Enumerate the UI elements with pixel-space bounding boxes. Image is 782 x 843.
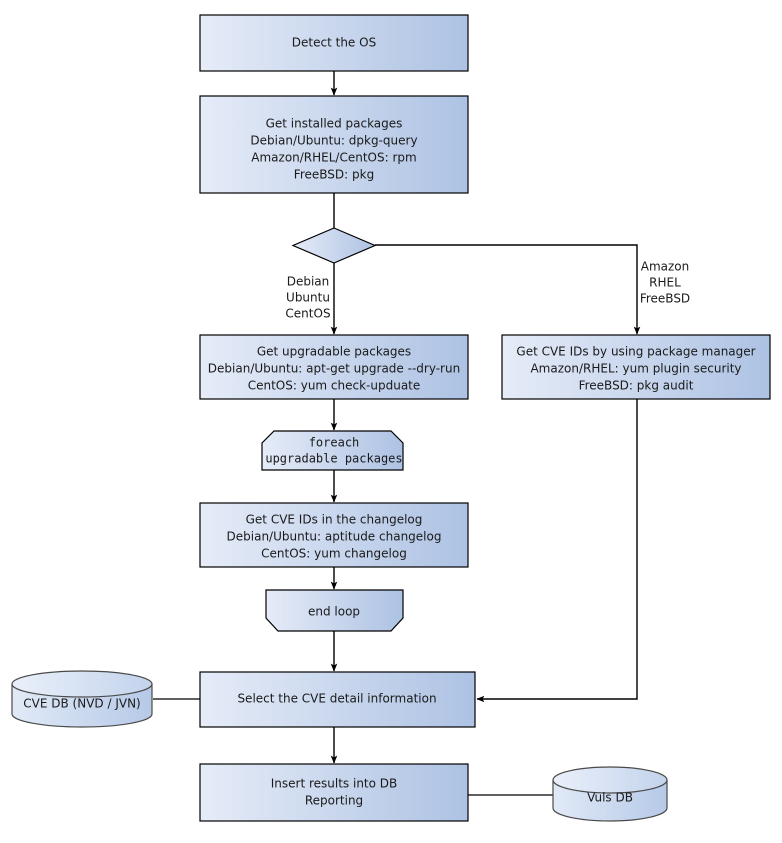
node-vuls-db-cap xyxy=(552,766,668,794)
node-get-cve-ids-pkg-manager-shape xyxy=(501,334,771,400)
node-loop-end[interactable]: end loop xyxy=(265,589,404,632)
node-loop-start-line-0: foreach xyxy=(309,436,360,450)
node-cve-db-cap xyxy=(11,670,153,698)
connector-layer xyxy=(153,71,641,796)
edge-label-right-branch-line-1: RHEL xyxy=(649,276,681,290)
edge-label-right-branch: Amazon RHEL FreeBSD xyxy=(640,260,690,306)
node-get-upgradable-packages-line-1: Debian/Ubuntu: apt-get upgrade --dry-run xyxy=(208,362,460,376)
node-os-decision[interactable] xyxy=(291,227,377,264)
node-get-cve-ids-pkg-manager-line-2: FreeBSD: pkg audit xyxy=(579,379,694,393)
node-get-cve-ids-pkg-manager-line-1: Amazon/RHEL: yum plugin security xyxy=(530,362,741,376)
node-get-cve-ids-changelog-line-1: Debian/Ubuntu: aptitude changelog xyxy=(227,530,442,544)
node-get-installed-packages-line-0: Get installed packages xyxy=(266,117,403,131)
node-vuls-db-label: Vuls DB xyxy=(587,791,633,805)
node-get-cve-ids-changelog-shape xyxy=(199,502,469,568)
node-insert-results[interactable]: Insert results into DB Reporting xyxy=(199,763,469,822)
node-get-installed-packages-line-3: FreeBSD: pkg xyxy=(294,168,374,182)
edge-label-left-branch: Debian Ubuntu CentOS xyxy=(285,275,330,321)
node-insert-results-line-1: Reporting xyxy=(305,794,363,808)
node-detect-os[interactable]: Detect the OS xyxy=(199,14,469,72)
edge-label-right-branch-line-2: FreeBSD xyxy=(640,292,690,306)
node-get-installed-packages-line-2: Amazon/RHEL/CentOS: rpm xyxy=(251,151,416,165)
node-get-installed-packages[interactable]: Get installed packages Debian/Ubuntu: dp… xyxy=(199,95,469,194)
node-get-cve-ids-changelog-line-0: Get CVE IDs in the changelog xyxy=(246,513,423,527)
node-get-upgradable-packages-shape xyxy=(199,334,469,400)
node-loop-end-shape xyxy=(265,589,404,632)
node-get-installed-packages-shape xyxy=(199,95,469,194)
node-get-cve-ids-pkg-manager-line-0: Get CVE IDs by using package manager xyxy=(516,345,755,359)
edge-label-left-branch-line-1: Ubuntu xyxy=(286,291,330,305)
node-cve-db-label: CVE DB (NVD / JVN) xyxy=(23,697,140,711)
node-get-upgradable-packages-line-2: CentOS: yum check-upduate xyxy=(248,379,421,393)
node-vuls-db[interactable]: Vuls DB xyxy=(552,766,668,822)
edge-decision-to-cveids-pkgmgr xyxy=(375,244,641,335)
node-loop-start[interactable]: foreach upgradable packages xyxy=(261,430,404,471)
node-select-cve-detail[interactable]: Select the CVE detail information xyxy=(199,671,476,728)
node-select-cve-detail-shape xyxy=(199,671,476,728)
node-loop-start-shape xyxy=(261,430,404,471)
node-get-installed-packages-line-1: Debian/Ubuntu: dpkg-query xyxy=(250,134,417,148)
node-get-cve-ids-changelog-line-2: CentOS: yum changelog xyxy=(261,547,407,561)
edge-label-left-branch-line-0: Debian xyxy=(287,275,330,289)
node-insert-results-line-0: Insert results into DB xyxy=(271,777,398,791)
node-get-cve-ids-changelog[interactable]: Get CVE IDs in the changelog Debian/Ubun… xyxy=(199,502,469,568)
node-os-decision-shape xyxy=(291,227,377,264)
node-detect-os-line-0: Detect the OS xyxy=(292,36,376,50)
node-get-upgradable-packages[interactable]: Get upgradable packages Debian/Ubuntu: a… xyxy=(199,334,469,400)
node-get-upgradable-packages-line-0: Get upgradable packages xyxy=(257,345,411,359)
node-insert-results-shape xyxy=(199,763,469,822)
edge-cveids-pkgmgr-to-select xyxy=(476,399,638,703)
node-select-cve-detail-line-0: Select the CVE detail information xyxy=(237,692,436,706)
node-get-cve-ids-pkg-manager[interactable]: Get CVE IDs by using package manager Ama… xyxy=(501,334,771,400)
node-loop-end-line-0: end loop xyxy=(308,605,360,619)
node-loop-start-line-1: upgradable packages xyxy=(265,452,402,466)
node-detect-os-shape xyxy=(199,14,469,72)
edge-label-right-branch-line-0: Amazon xyxy=(641,260,690,274)
edge-label-left-branch-line-2: CentOS xyxy=(285,307,330,321)
node-cve-db[interactable]: CVE DB (NVD / JVN) xyxy=(11,670,153,728)
